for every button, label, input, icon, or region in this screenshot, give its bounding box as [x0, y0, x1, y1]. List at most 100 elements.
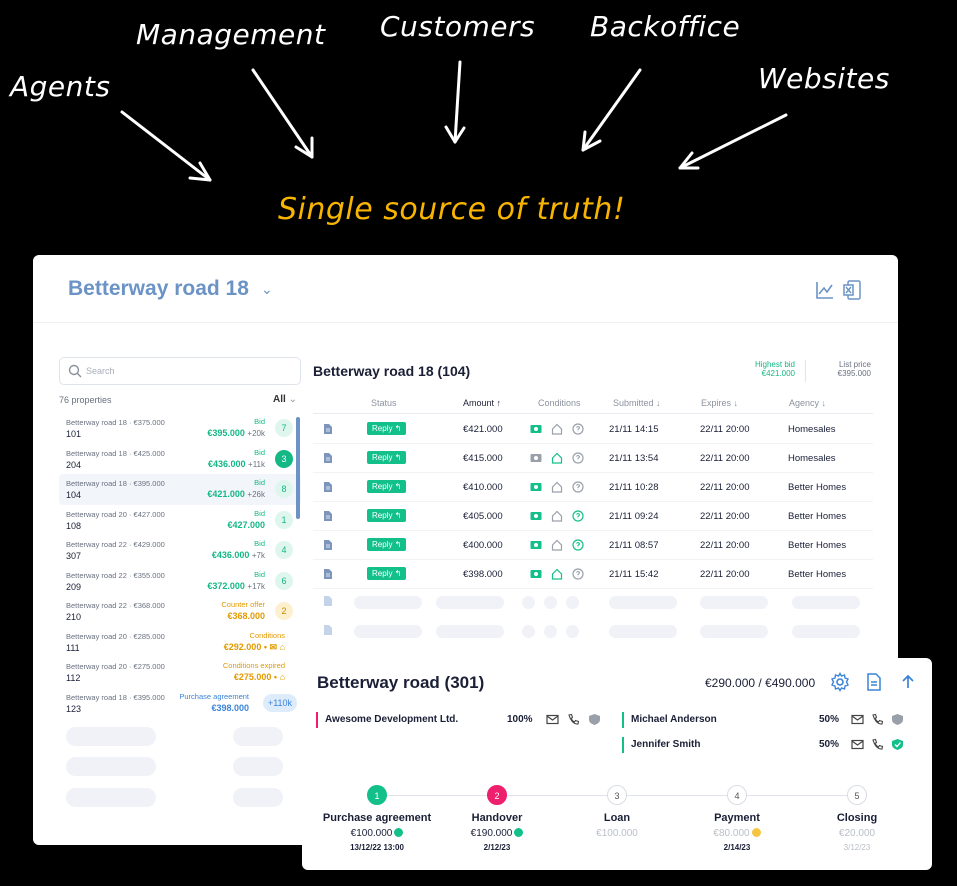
document-icon[interactable] [323, 423, 333, 435]
party-name: Michael Anderson [631, 714, 717, 725]
mail-icon[interactable] [851, 738, 864, 751]
step-date: 3/12/23 [843, 843, 871, 852]
column-conditions[interactable]: Conditions [538, 398, 581, 408]
submitted-time: 21/11 15:42 [609, 569, 659, 580]
phone-icon[interactable] [567, 713, 580, 726]
expires-time: 22/11 20:00 [700, 511, 750, 522]
step-amount: €190.000 [437, 828, 557, 839]
list-item[interactable]: Betterway road 20 · €285.000 111 Conditi… [59, 627, 301, 658]
mail-icon[interactable] [851, 713, 864, 726]
page-title[interactable]: Betterway road 18 [68, 277, 249, 300]
document-icon[interactable] [323, 510, 333, 522]
item-name: Betterway road 20 · €275.000 [66, 662, 165, 671]
reply-button[interactable]: Reply ↰ [367, 451, 407, 464]
item-number: 111 [66, 642, 80, 653]
bid-count-badge: 7 [275, 419, 293, 437]
annotation-truth: Single source of truth! [278, 192, 626, 227]
cash-icon [530, 483, 542, 491]
reply-button[interactable]: Reply ↰ [367, 538, 407, 551]
agency-name: Better Homes [788, 540, 847, 551]
item-number: 307 [66, 551, 82, 561]
list-item-selected[interactable]: Betterway road 18 · €395.000 104 Bid €42… [59, 474, 301, 505]
document-icon [324, 625, 332, 635]
list-item[interactable]: Betterway road 20 · €427.000 108 Bid €42… [59, 505, 301, 536]
chevron-down-icon[interactable]: ⌄ [261, 281, 273, 297]
item-value: €436.000 +11k [207, 458, 265, 469]
item-value: €395.000 +20k [207, 428, 265, 438]
timeline-step[interactable]: 2 Handover €190.000 2/12/23 [437, 785, 557, 852]
column-submitted[interactable]: Submitted ↓ [613, 398, 661, 408]
submitted-time: 21/11 13:54 [609, 453, 659, 464]
column-agency[interactable]: Agency ↓ [789, 398, 827, 408]
expires-time: 22/11 20:00 [700, 482, 750, 493]
submitted-time: 21/11 08:57 [609, 540, 659, 551]
search-input[interactable]: Search [59, 357, 301, 385]
offer-amount: €421.000 [463, 424, 503, 435]
table-row[interactable]: Reply ↰ €400.000 21/11 08:57 22/11 20:00 Bet… [313, 531, 873, 560]
skeleton-placeholder [522, 596, 535, 609]
step-label: Loan [603, 812, 631, 824]
list-item[interactable]: Betterway road 20 · €275.000 112 Conditi… [59, 657, 301, 688]
filter-dropdown[interactable]: All ⌄ [273, 394, 297, 405]
item-status: Counter offer [221, 600, 265, 609]
list-item[interactable]: Betterway road 18 · €425.000 204 Bid €43… [59, 444, 301, 475]
phone-icon[interactable] [871, 738, 884, 751]
offer-amount: €400.000 [463, 540, 503, 551]
mail-icon[interactable] [546, 713, 559, 726]
timeline-step[interactable]: 4 Payment €80.000 2/14/23 [677, 785, 797, 852]
reply-button[interactable]: Reply ↰ [367, 422, 407, 435]
bid-count-badge: 4 [275, 541, 293, 559]
gear-icon[interactable] [830, 672, 850, 692]
bid-count-badge: 8 [275, 480, 293, 498]
timeline-step[interactable]: 1 Purchase agreement €100.000 13/12/22 1… [317, 785, 437, 852]
party-share: 50% [819, 714, 840, 725]
document-icon[interactable] [323, 452, 333, 464]
list-item[interactable]: Betterway road 22 · €355.000 209 Bid €37… [59, 566, 301, 597]
list-scrollbar[interactable] [296, 417, 300, 519]
item-name: Betterway road 18 · €375.000 [66, 418, 165, 427]
skeleton-placeholder [566, 625, 579, 638]
column-amount[interactable]: Amount ↑ [463, 398, 502, 408]
item-number: 123 [66, 703, 82, 714]
annotation-websites: Websites [758, 62, 890, 95]
document-icon[interactable] [323, 481, 333, 493]
table-header: Status Amount ↑ Conditions Submitted ↓ E… [313, 397, 873, 414]
line-chart-icon[interactable] [815, 279, 835, 301]
house-icon: ⌂ [279, 641, 285, 652]
list-item[interactable]: Betterway road 18 · €375.000 101 Bid €39… [59, 413, 301, 444]
agency-name: Better Homes [788, 569, 847, 580]
expires-time: 22/11 20:00 [700, 453, 750, 464]
list-item[interactable]: Betterway road 18 · €395.000 123 Purchas… [59, 688, 301, 719]
expires-time: 22/11 20:00 [700, 540, 750, 551]
document-icon[interactable] [864, 672, 884, 692]
skeleton-placeholder [66, 757, 156, 776]
arrow-up-icon[interactable] [898, 672, 918, 692]
item-name: Betterway road 22 · €429.000 [66, 540, 165, 549]
excel-export-icon[interactable] [843, 279, 863, 301]
phone-icon[interactable] [871, 713, 884, 726]
reply-button[interactable]: Reply ↰ [367, 480, 407, 493]
annotation-agents: Agents [10, 70, 111, 103]
skeleton-placeholder [354, 625, 422, 638]
bid-count-badge: +110k [263, 693, 297, 712]
item-status: Bid [254, 417, 265, 426]
list-item[interactable]: Betterway road 22 · €429.000 307 Bid €43… [59, 535, 301, 566]
reply-button[interactable]: Reply ↰ [367, 509, 407, 522]
timeline-step[interactable]: 3 Loan €100.000 [557, 785, 677, 839]
reply-button[interactable]: Reply ↰ [367, 567, 407, 580]
party-color-bar [316, 712, 318, 728]
list-item[interactable]: Betterway road 22 · €368.000 210 Counter… [59, 596, 301, 627]
column-expires[interactable]: Expires ↓ [701, 398, 739, 408]
item-number: 209 [66, 581, 82, 592]
column-status[interactable]: Status [371, 398, 397, 408]
document-icon[interactable] [323, 568, 333, 580]
document-icon[interactable] [323, 539, 333, 551]
agency-name: Better Homes [788, 482, 847, 493]
item-number: 204 [66, 459, 82, 470]
timeline-step[interactable]: 5 Closing €20.000 3/12/23 [797, 785, 917, 852]
